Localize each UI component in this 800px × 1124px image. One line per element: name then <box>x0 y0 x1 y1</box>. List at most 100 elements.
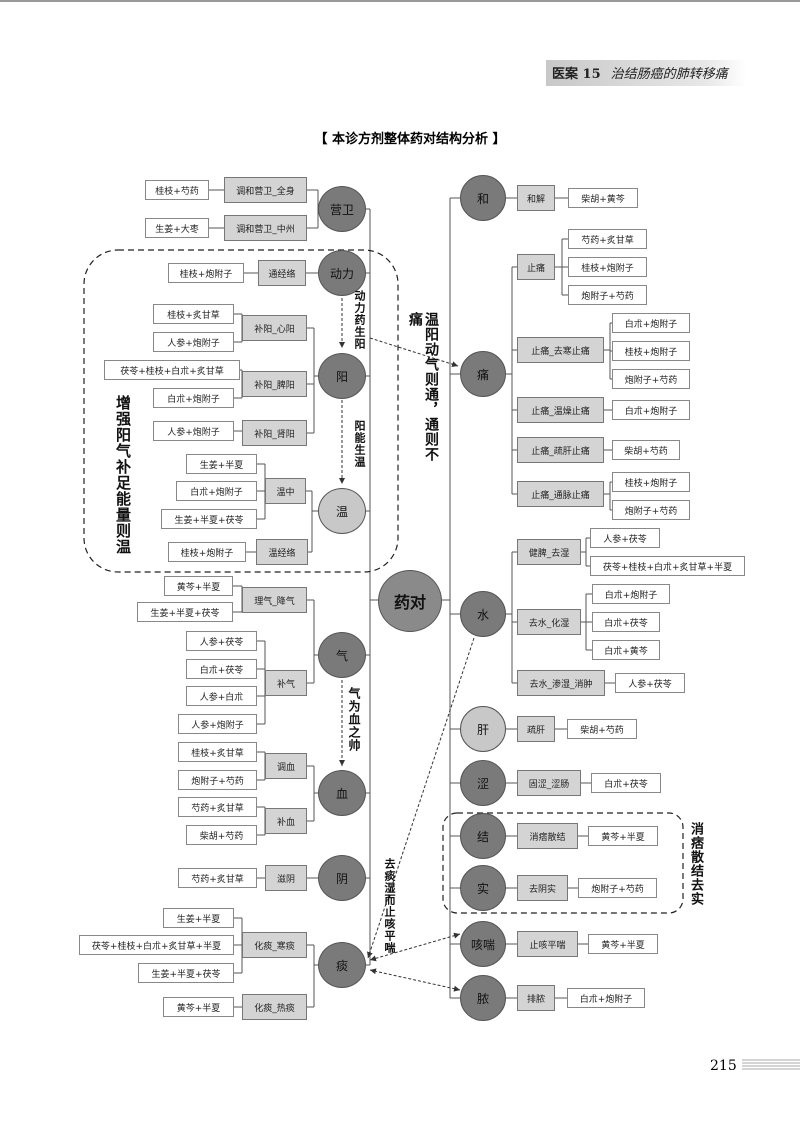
herb-box: 白朮+茯苓 <box>592 612 660 632</box>
function-box: 通经络 <box>258 260 306 286</box>
function-box: 止痛 <box>517 254 555 280</box>
case-title: 治结肠癌的肺转移痛 <box>610 67 728 82</box>
herb-box: 白朮+炮附子 <box>153 388 234 408</box>
function-box: 补气 <box>265 670 307 696</box>
annotation-qi-xue: 气为血之帅 <box>347 687 361 752</box>
herb-box: 人参+茯苓 <box>590 528 660 548</box>
function-box: 调血 <box>265 753 307 779</box>
herb-box: 白朮+茯苓 <box>591 773 661 793</box>
node-qi: 气 <box>318 632 366 678</box>
herb-box: 生姜+半夏+茯苓 <box>161 509 257 529</box>
herb-box: 白朮+炮附子 <box>612 313 690 333</box>
herb-box: 黄芩+半夏 <box>588 826 658 846</box>
node-center: 药对 <box>378 570 442 632</box>
herb-box: 人参+茯苓 <box>615 673 685 693</box>
herb-box: 白朮+炮附子 <box>612 400 690 420</box>
herb-box: 白朮+茯苓 <box>186 659 257 679</box>
herb-box: 人参+茯苓 <box>186 631 257 651</box>
annotation-group-yang: 增强阳气补足能量则温 <box>114 395 132 555</box>
herb-box: 桂枝+炮附子 <box>612 472 690 492</box>
node-he: 和 <box>460 175 506 221</box>
function-box: 排脓 <box>517 985 555 1011</box>
node-shi: 实 <box>460 865 506 911</box>
herb-box: 芍药+炙甘草 <box>178 797 257 817</box>
function-box: 理气_降气 <box>242 587 307 613</box>
function-box: 健脾_去湿 <box>517 539 581 565</box>
herb-box: 桂枝+炮附子 <box>168 263 244 283</box>
function-box: 止痛_通脉止痛 <box>517 481 604 507</box>
node-gan: 肝 <box>460 706 506 752</box>
function-box: 调和营卫_全身 <box>224 177 307 203</box>
herb-box: 桂枝+炮附子 <box>612 341 690 361</box>
function-box: 补阳_脾阳 <box>242 371 307 397</box>
herb-box: 白朮+炮附子 <box>592 584 670 604</box>
function-box: 调和营卫_中州 <box>224 215 307 241</box>
herb-box: 人参+白朮 <box>186 686 257 706</box>
node-tan: 痰 <box>318 942 366 988</box>
function-box: 去水_渗湿_消肿 <box>517 670 605 696</box>
function-box: 补阳_心阳 <box>242 315 307 341</box>
diagram-title: 【 本诊方剂整体药对结构分析 】 <box>314 132 506 147</box>
function-box: 固涩_涩肠 <box>517 770 581 796</box>
herb-box: 生姜+半夏 <box>163 908 234 928</box>
herb-box: 桂枝+芍药 <box>145 180 209 200</box>
herb-box: 芍药+炙甘草 <box>178 868 257 888</box>
function-box: 疏肝 <box>517 716 555 742</box>
herb-box: 芍药+炙甘草 <box>568 229 647 249</box>
herb-box: 人参+炮附子 <box>153 421 234 441</box>
herb-box: 生姜+半夏+茯苓 <box>137 602 233 622</box>
herb-box: 桂枝+炙甘草 <box>153 304 234 324</box>
herb-box: 人参+炮附子 <box>153 332 234 352</box>
herb-box: 柴胡+黄芩 <box>568 188 638 208</box>
herb-box: 桂枝+炮附子 <box>568 257 647 277</box>
function-box: 化痰_热痰 <box>242 994 307 1020</box>
case-label: 医案 15 <box>552 67 601 82</box>
herb-box: 黄芩+半夏 <box>164 576 233 596</box>
node-jie: 结 <box>460 813 506 859</box>
herb-box: 炮附子+芍药 <box>568 285 647 305</box>
node-nong: 脓 <box>460 975 506 1021</box>
node-yin: 阴 <box>318 855 366 901</box>
function-box: 去水_化湿 <box>517 609 581 635</box>
annotation-yang-wen: 阳能生温 <box>353 420 366 468</box>
function-box: 滋阴 <box>265 865 307 891</box>
herb-box: 炮附子+芍药 <box>612 500 690 520</box>
node-shui: 水 <box>460 591 506 637</box>
node-yingwei: 营卫 <box>318 186 366 232</box>
herb-box: 茯苓+桂枝+白朮+炙甘草 <box>104 360 240 380</box>
herb-box: 炮附子+芍药 <box>612 369 690 389</box>
function-box: 温经络 <box>256 539 308 565</box>
herb-box: 茯苓+桂枝+白朮+炙甘草+半夏 <box>79 935 234 955</box>
herb-box: 白朮+黄芩 <box>592 640 660 660</box>
page-number: 215 <box>710 1058 737 1074</box>
function-box: 止咳平喘 <box>517 931 578 957</box>
herb-box: 人参+炮附子 <box>178 714 257 734</box>
function-box: 止痛_温燥止痛 <box>517 397 604 423</box>
header-tab <box>546 60 746 86</box>
node-wen: 温 <box>318 488 366 534</box>
herb-box: 柴胡+芍药 <box>612 440 680 460</box>
herb-box: 茯苓+桂枝+白朮+炙甘草+半夏 <box>590 556 745 576</box>
page-header: 医案 15 治结肠癌的肺转移痛 <box>552 63 728 82</box>
function-box: 补阳_肾阳 <box>242 420 307 446</box>
node-tong: 痛 <box>460 351 506 397</box>
annotation-group-jie: 消痞散结去实 <box>688 822 703 906</box>
herb-box: 生姜+半夏 <box>186 454 257 474</box>
herb-box: 桂枝+炙甘草 <box>178 742 257 762</box>
annotation-dongli: 动力药生阳 <box>353 290 366 350</box>
function-box: 温中 <box>265 478 306 504</box>
herb-box: 黄芩+半夏 <box>163 997 234 1017</box>
node-se: 涩 <box>460 760 506 806</box>
node-kechuan: 咳喘 <box>460 921 506 967</box>
annotation-tan: 去痰湿而止咳平喘 <box>383 858 396 954</box>
herb-box: 桂枝+炮附子 <box>168 542 246 562</box>
function-box: 去阴实 <box>517 875 568 901</box>
herb-box: 黄芩+半夏 <box>588 934 658 954</box>
herb-box: 柴胡+芍药 <box>186 825 257 845</box>
herb-box: 白朮+炮附子 <box>567 988 645 1008</box>
herb-box: 柴胡+芍药 <box>567 719 637 739</box>
herb-box: 白朮+炮附子 <box>176 481 257 501</box>
function-box: 和解 <box>517 185 555 211</box>
function-box: 止痛_疏肝止痛 <box>517 437 604 463</box>
